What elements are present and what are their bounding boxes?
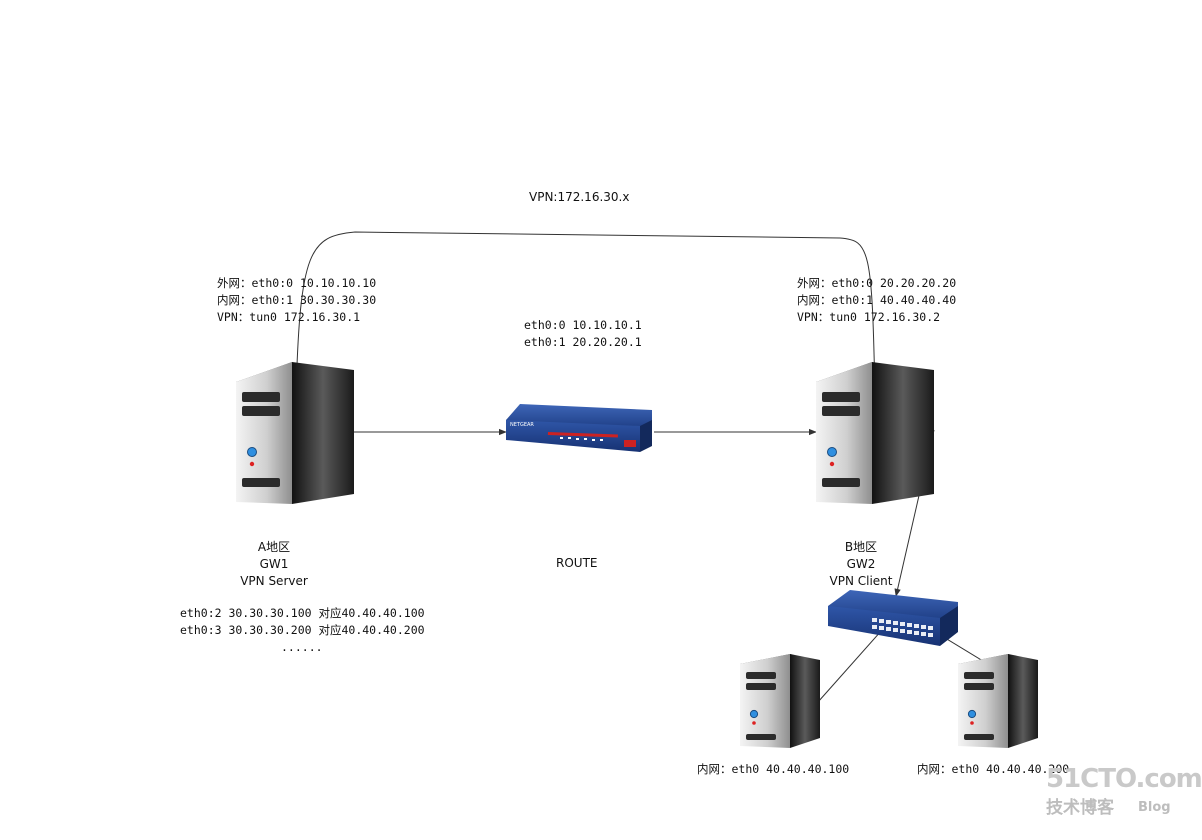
gw1-info-line: 内网：eth0:1 30.30.30.30	[217, 293, 377, 307]
gw1-info-line: VPN：tun0 172.16.30.1	[217, 310, 361, 324]
host1-server-icon[interactable]	[739, 653, 821, 749]
gw1-info-line: 外网：eth0:0 10.10.10.10	[217, 276, 377, 290]
link-switch-host1	[817, 629, 883, 703]
gw1-caption-line: A地区	[257, 540, 291, 554]
switch-icon[interactable]	[828, 590, 958, 646]
gw2-caption-line: GW2	[846, 557, 876, 571]
gw1-server-icon[interactable]	[235, 361, 355, 505]
router-icon[interactable]: NETGEAR	[506, 404, 652, 452]
vpn-tunnel-line	[295, 231, 876, 396]
host2-label: 内网：eth0 40.40.40.200	[917, 762, 1070, 776]
watermark-blog: Blog	[1138, 800, 1171, 815]
router-info-line: eth0:1 20.20.20.1	[524, 335, 642, 349]
router-info-line: eth0:0 10.10.10.1	[524, 318, 642, 332]
vpn-network-label: VPN:172.16.30.x	[529, 190, 630, 204]
gw1-alias-line: eth0:2 30.30.30.100 对应40.40.40.100	[180, 606, 425, 620]
gw2-info-line: 外网：eth0:0 20.20.20.20	[797, 276, 957, 290]
host1-label: 内网：eth0 40.40.40.100	[697, 762, 850, 776]
router-caption: ROUTE	[556, 556, 598, 570]
watermark-site: 51CTO.com	[1046, 764, 1202, 794]
gw2-info-line: VPN：tun0 172.16.30.2	[797, 310, 941, 324]
gw2-caption-line: B地区	[844, 540, 878, 554]
host2-server-icon[interactable]	[957, 653, 1039, 749]
gw2-info-line: 内网：eth0:1 40.40.40.40	[797, 293, 957, 307]
gw2-server-icon[interactable]	[815, 361, 935, 505]
gw2-caption-line: VPN Client	[829, 574, 893, 588]
watermark-cn: 技术博客	[1046, 798, 1114, 818]
gw1-caption-line: GW1	[259, 557, 289, 571]
svg-text:NETGEAR: NETGEAR	[510, 422, 534, 428]
gw1-caption-line: VPN Server	[240, 574, 308, 588]
gw1-alias-line: eth0:3 30.30.30.200 对应40.40.40.200	[180, 623, 425, 637]
gw1-alias-ellipsis: ......	[281, 640, 323, 654]
